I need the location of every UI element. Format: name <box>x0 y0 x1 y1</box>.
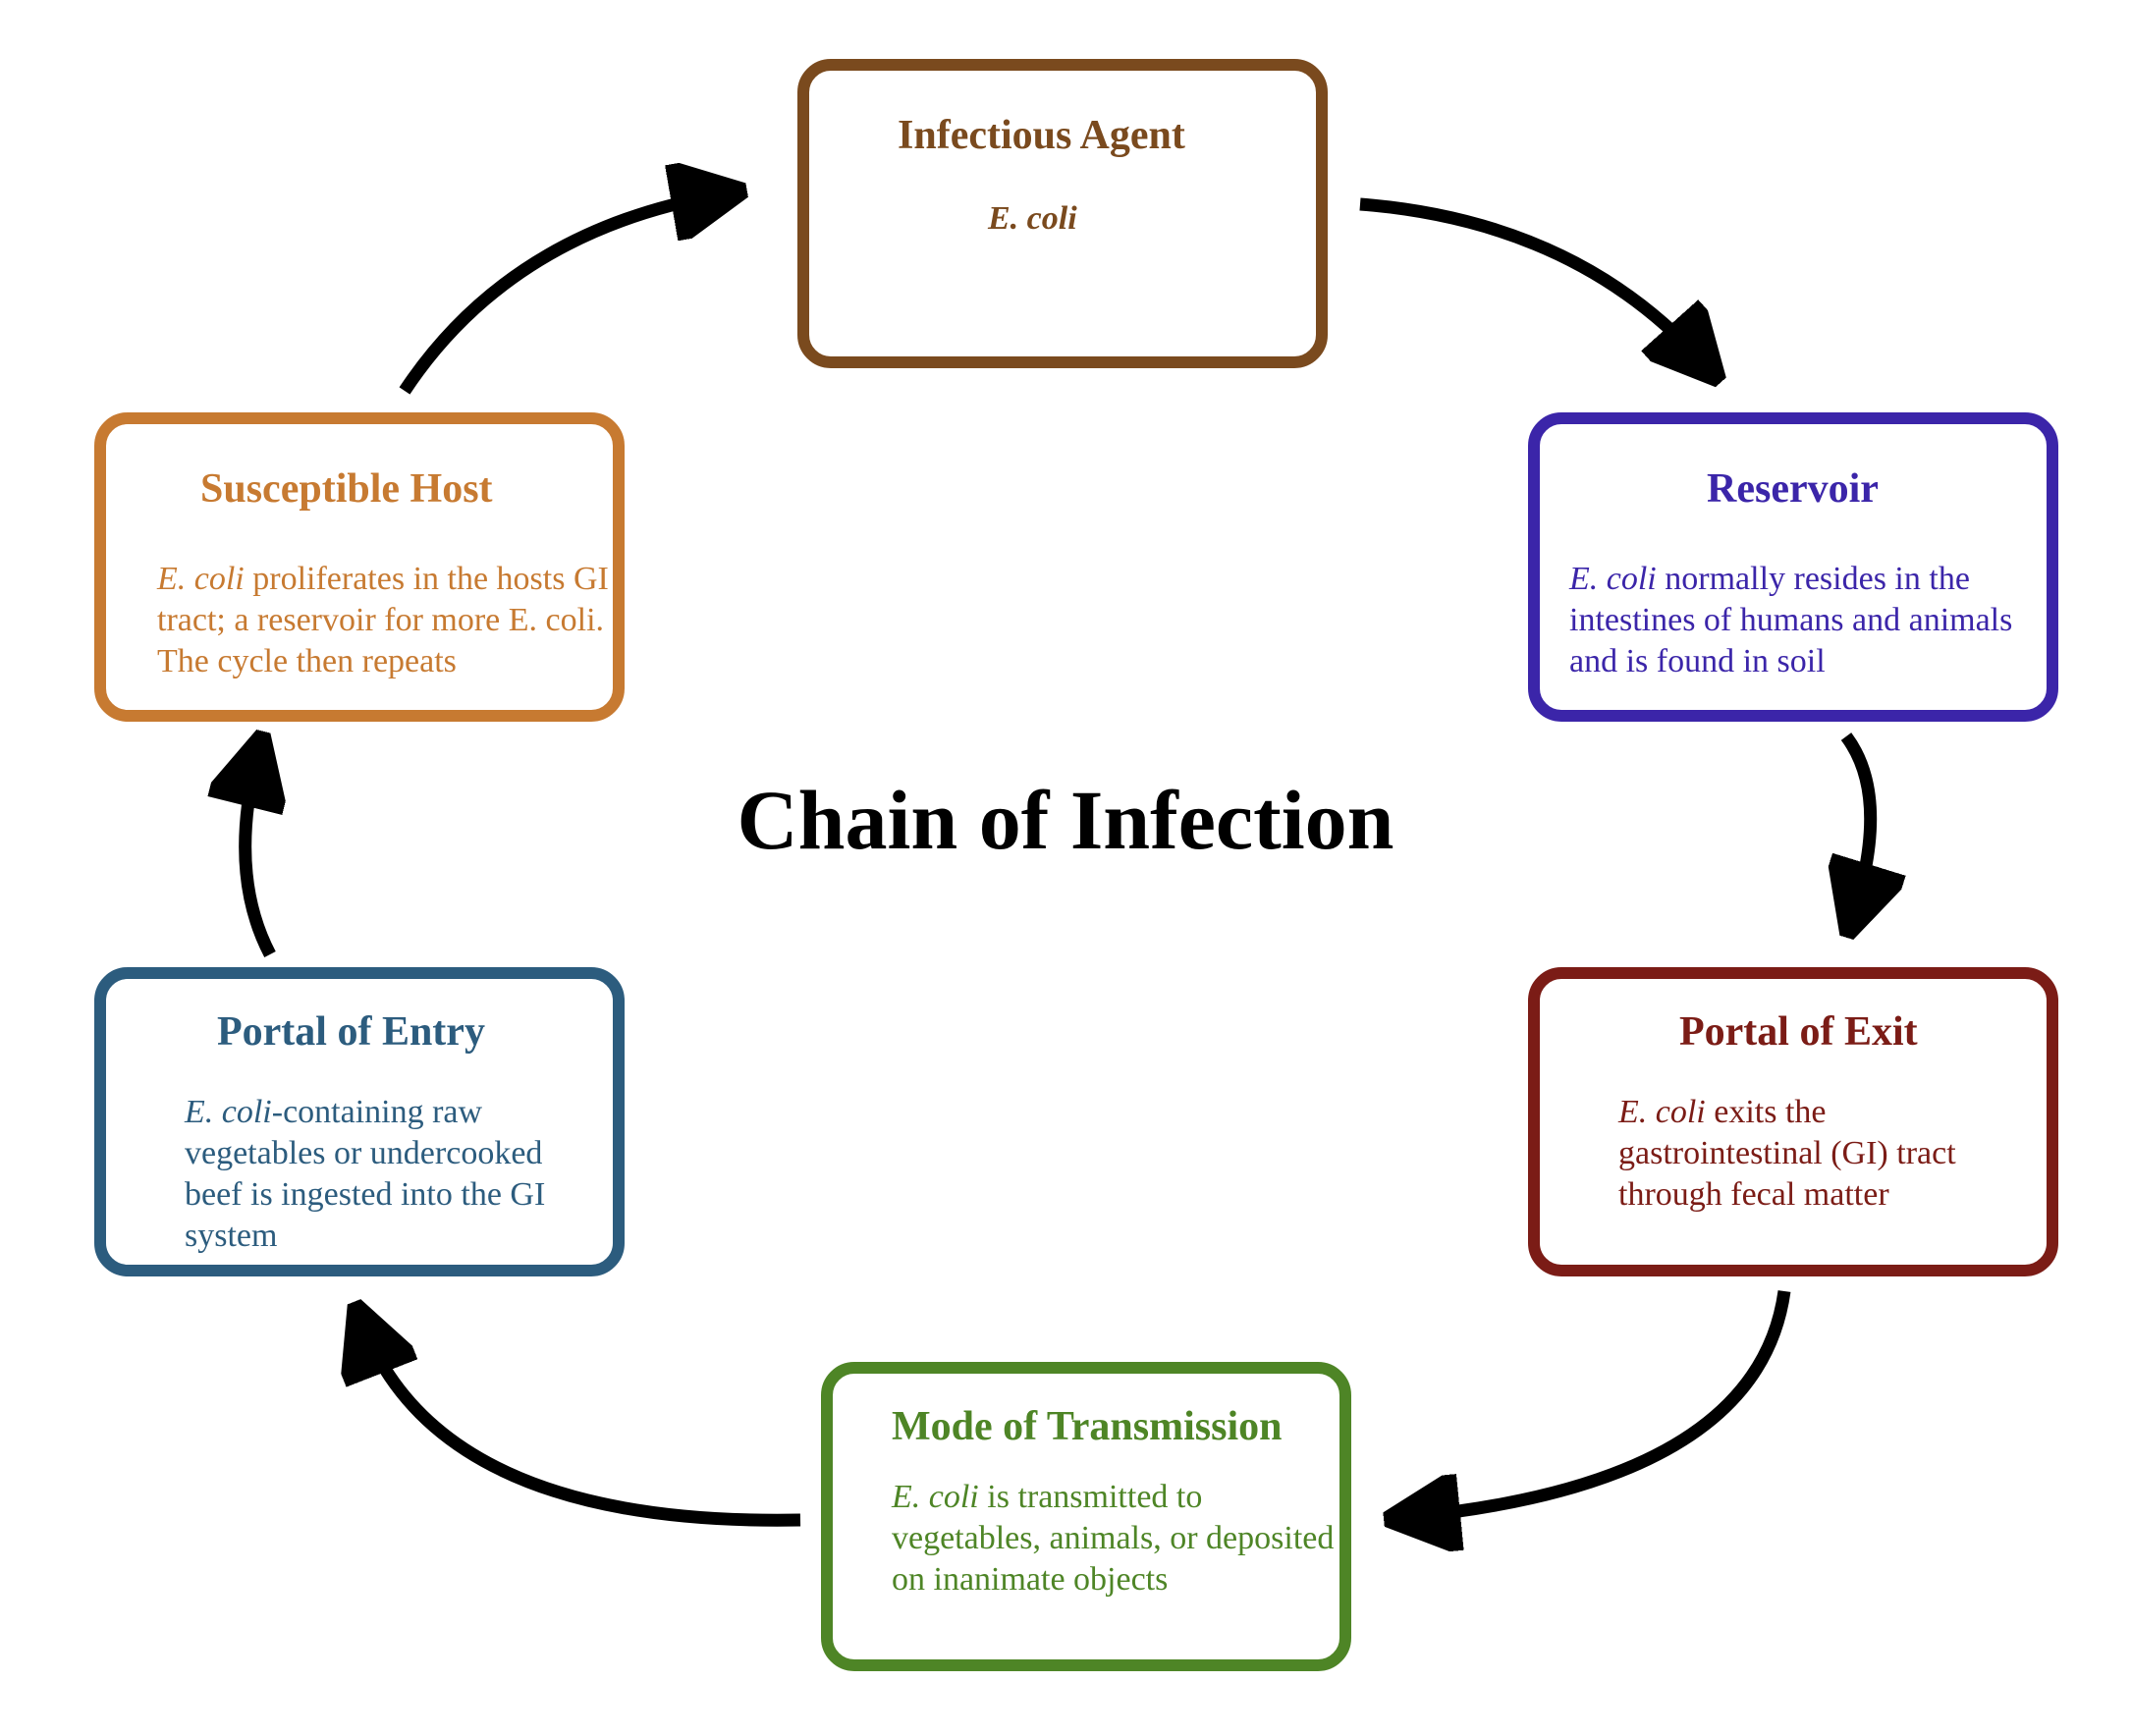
node-portal-of-entry-title: Portal of Entry <box>217 1009 485 1055</box>
node-reservoir-title: Reservoir <box>1707 466 1879 512</box>
diagram-title: Chain of Infection <box>737 773 1394 867</box>
node-portal-of-entry-body-italic: E. coli <box>185 1094 272 1130</box>
node-mode-of-transmission-body: E. coli is transmitted to vegetables, an… <box>892 1477 1353 1600</box>
arrow-entry-to-host <box>246 756 270 958</box>
node-mode-of-transmission-body-text: is transmitted to vegetables, animals, o… <box>892 1479 1335 1598</box>
node-portal-of-entry: Portal of Entry E. coli-containing raw v… <box>94 967 625 1276</box>
arrow-transmission-to-entry <box>363 1326 801 1527</box>
node-reservoir-body-italic: E. coli <box>1569 561 1657 597</box>
node-susceptible-host-body-italic: E. coli <box>157 561 245 597</box>
node-portal-of-exit-title: Portal of Exit <box>1679 1009 1918 1055</box>
node-infectious-agent: Infectious Agent E. coli <box>797 59 1328 368</box>
node-mode-of-transmission: Mode of Transmission E. coli is transmit… <box>821 1362 1351 1671</box>
node-infectious-agent-body-italic: E. coli <box>988 200 1077 237</box>
node-mode-of-transmission-body-italic: E. coli <box>892 1479 979 1515</box>
node-reservoir: Reservoir E. coli normally resides in th… <box>1528 412 2058 722</box>
node-reservoir-body: E. coli normally resides in the intestin… <box>1569 559 2031 682</box>
node-susceptible-host-body-text: proliferates in the hosts GI tract; a re… <box>157 561 609 679</box>
node-portal-of-exit-body-text: exits the gastrointestinal (GI) tract th… <box>1618 1094 1956 1213</box>
arrow-reservoir-to-exit <box>1846 732 1871 913</box>
node-susceptible-host: Susceptible Host E. coli proliferates in… <box>94 412 625 722</box>
node-infectious-agent-body: E. coli <box>988 198 1322 240</box>
arrow-agent-to-reservoir <box>1359 197 1704 363</box>
node-portal-of-entry-body: E. coli-containing raw vegetables or und… <box>185 1092 597 1257</box>
node-mode-of-transmission-title: Mode of Transmission <box>892 1404 1283 1449</box>
arrow-host-to-agent <box>399 194 722 395</box>
node-portal-of-entry-body-text: -containing raw vegetables or undercooke… <box>185 1094 546 1254</box>
node-portal-of-exit: Portal of Exit E. coli exits the gastroi… <box>1528 967 2058 1276</box>
node-portal-of-exit-body-italic: E. coli <box>1618 1094 1706 1130</box>
node-susceptible-host-body: E. coli proliferates in the hosts GI tra… <box>157 559 619 682</box>
node-infectious-agent-title: Infectious Agent <box>898 113 1185 158</box>
node-reservoir-body-text: normally resides in the intestines of hu… <box>1569 561 2013 679</box>
arrow-exit-to-transmission <box>1409 1290 1791 1517</box>
node-susceptible-host-title: Susceptible Host <box>200 466 493 512</box>
node-portal-of-exit-body: E. coli exits the gastrointestinal (GI) … <box>1618 1092 2021 1216</box>
